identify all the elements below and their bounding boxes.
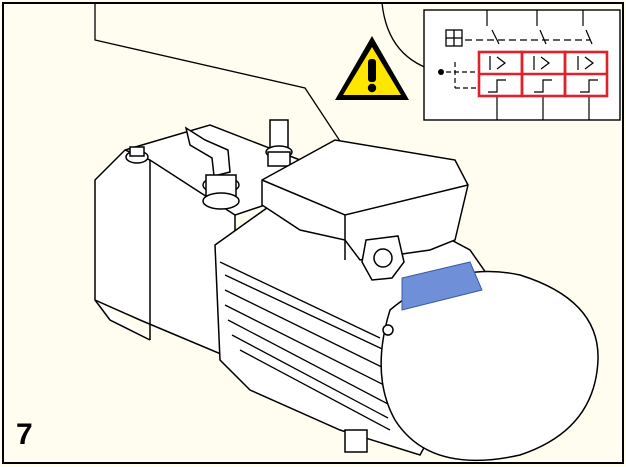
vacuum-pump-icon [94, 119, 599, 461]
warning-triangle-icon [335, 36, 409, 100]
figure-number: 7 [16, 418, 33, 451]
motor-label-plate [401, 261, 483, 311]
circuit-breaker-schematic-icon [423, 9, 621, 121]
overload-relay-highlight [477, 50, 609, 98]
